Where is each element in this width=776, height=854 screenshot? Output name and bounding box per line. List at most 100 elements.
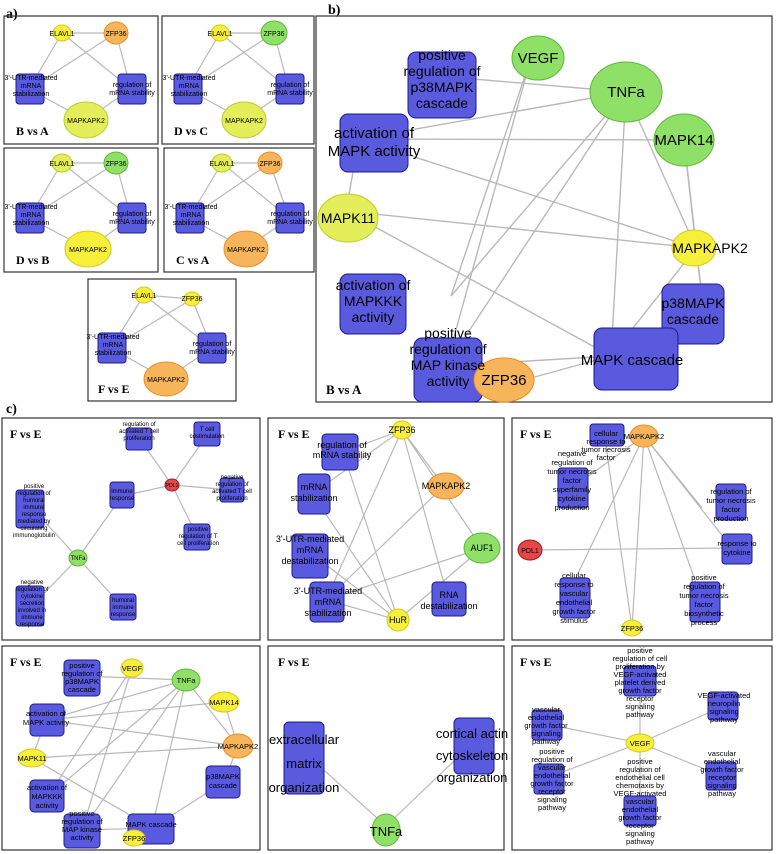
panel-frame [1, 417, 261, 641]
node-auf1: AUF1 [470, 543, 493, 553]
node-tnfa: TNFa [370, 824, 403, 839]
node-mapkapk2: MAPKAPK2 [67, 118, 105, 125]
panel-frame [267, 417, 505, 641]
node-zfp36: ZFP36 [123, 834, 146, 843]
panel-frame [511, 417, 773, 641]
node-elavl1: ELAVL1 [49, 161, 74, 168]
panel-title: F vs E [278, 427, 310, 441]
node-elavl1: ELAVL1 [49, 31, 74, 38]
node-mapkapk2: MAPKAPK2 [624, 432, 664, 441]
panel-title: B vs A [326, 382, 362, 397]
node-mapk11: MAPK11 [17, 754, 46, 763]
node-zfp36: ZFP36 [621, 624, 644, 633]
panel-title: D vs C [174, 124, 208, 138]
section-label-b: b) [328, 3, 341, 18]
node-zfp36: ZFP36 [105, 161, 126, 168]
node-zfp36: ZFP36 [105, 31, 126, 38]
node-elavl1: ELAVL1 [209, 161, 234, 168]
node-vegf: VEGF [518, 50, 559, 67]
node-tnfa: TNFa [71, 556, 87, 562]
node-mapkapk2: MAPKAPK2 [422, 481, 471, 491]
node-mapkapk2: MAPKAPK2 [147, 377, 185, 384]
node-vegf: VEGF [122, 664, 143, 673]
node-box [407, 51, 477, 119]
panel-frame [267, 645, 505, 851]
node-zfp36: ZFP36 [259, 161, 280, 168]
panel-title: F vs E [10, 427, 42, 441]
node-zfp36: ZFP36 [263, 31, 284, 38]
node-mapk14: MAPK14 [654, 132, 713, 149]
panel-frame [1, 645, 261, 851]
node-mapkapk2: MAPKAPK2 [227, 247, 265, 254]
node-zfp36: ZFP36 [388, 425, 415, 435]
panel-frame [511, 645, 773, 851]
panel-frame [3, 15, 159, 145]
node-tnfa: TNFa [177, 676, 197, 685]
section-label-c: c) [6, 402, 17, 417]
panel-title: F vs E [520, 427, 552, 441]
panel-title: D vs B [16, 253, 49, 267]
node-zfp36: ZFP36 [181, 296, 202, 303]
node-mapkapk2: MAPKAPK2 [672, 240, 748, 256]
node-mapkapk2: MAPKAPK2 [69, 247, 107, 254]
node-mapk-cascade: MAPK cascade [125, 820, 176, 829]
panel-title: C vs A [176, 253, 210, 267]
section-label-a: a) [6, 7, 18, 22]
node-elavl1: ELAVL1 [131, 293, 156, 300]
panel-frame [315, 15, 773, 403]
panel-title: B vs A [16, 124, 49, 138]
node-mapkapk2: MAPKAPK2 [225, 118, 263, 125]
panel-frame [3, 147, 159, 273]
panel-frame [163, 147, 315, 273]
node-hur: HuR [389, 615, 408, 625]
node-mapk-cascade: MAPK cascade [581, 352, 684, 369]
